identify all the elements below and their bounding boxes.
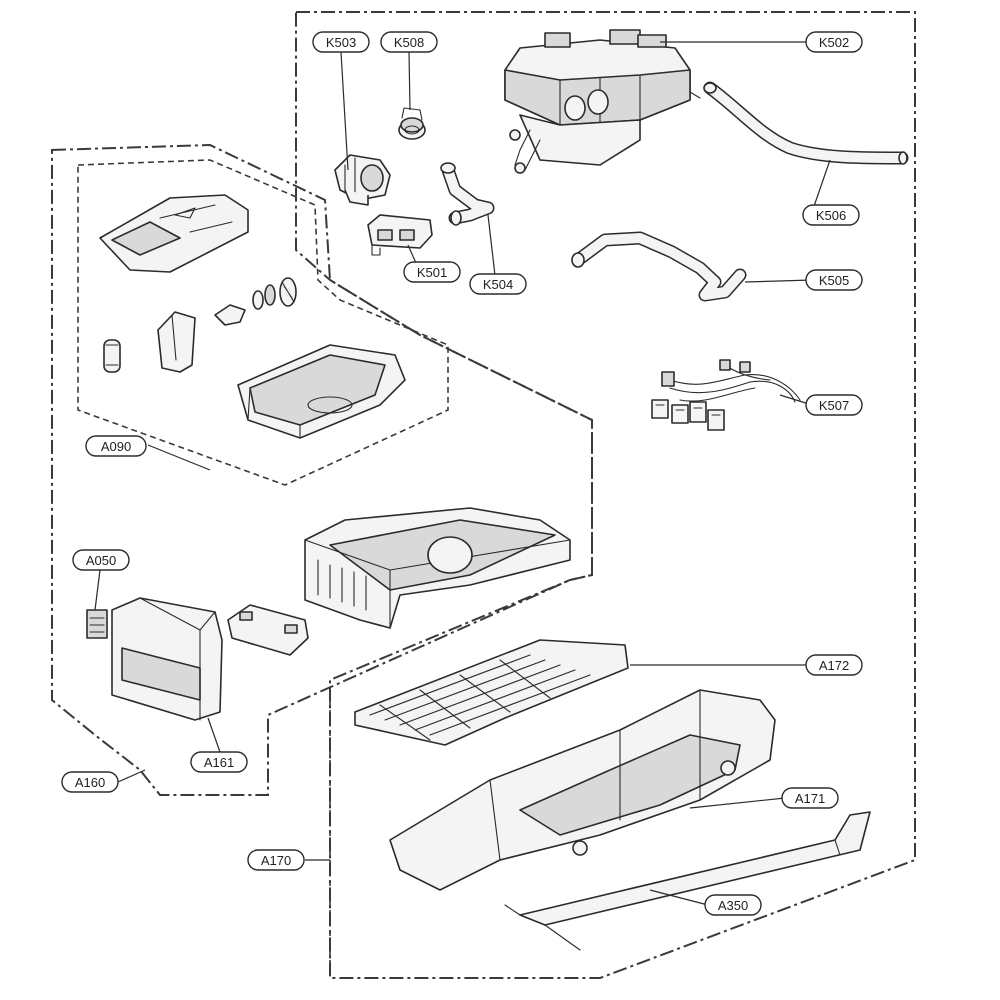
- callout-a160-text: A160: [75, 775, 105, 790]
- elbow-hose-k504: [440, 162, 495, 226]
- callout-k506: K506: [802, 204, 860, 226]
- callout-k503-text: K503: [326, 35, 356, 50]
- callout-k508: K508: [380, 31, 438, 53]
- callout-a161: A161: [190, 751, 248, 773]
- group-boundary-a160: [51, 143, 593, 796]
- drawer-cover-a172: [354, 639, 629, 746]
- drawer-body: [304, 507, 571, 629]
- drawer-handle-part: [227, 604, 309, 656]
- callout-k502: K502: [805, 31, 863, 53]
- callout-k501-text: K501: [417, 265, 447, 280]
- water-valve-housing-k502: [504, 29, 701, 174]
- callout-a172-text: A172: [819, 658, 849, 673]
- callout-k508-text: K508: [394, 35, 424, 50]
- support-rail-a350: [504, 811, 871, 951]
- callout-a171-text: A171: [795, 791, 825, 806]
- callout-a350: A350: [704, 894, 762, 916]
- callout-k503: K503: [312, 31, 370, 53]
- group-boundary-k-parts: [295, 11, 916, 979]
- callout-a161-text: A161: [204, 755, 234, 770]
- ring-part: [103, 339, 121, 373]
- callout-k504-text: K504: [483, 277, 513, 292]
- callout-k505-text: K505: [819, 273, 849, 288]
- valve-pin-parts: [214, 277, 297, 326]
- callout-k505: K505: [805, 269, 863, 291]
- hose-k505: [571, 231, 747, 302]
- callout-a090-text: A090: [101, 439, 131, 454]
- callout-a170: A170: [247, 849, 305, 871]
- callout-a050-text: A050: [86, 553, 116, 568]
- detergent-cup-cover: [99, 194, 249, 273]
- callout-k501: K501: [403, 261, 461, 283]
- detergent-tray: [237, 344, 406, 439]
- wire-harness-k507: [651, 359, 801, 431]
- callout-a160: A160: [61, 771, 119, 793]
- drain-hose-k506: [703, 81, 909, 165]
- callout-a050: A050: [72, 549, 130, 571]
- callout-k502-text: K502: [819, 35, 849, 50]
- hose-clamp-k508: [398, 107, 426, 140]
- inlet-valve-k503: [334, 154, 391, 206]
- group-boundary-a090: [77, 159, 449, 486]
- drawer-panel-a161: [111, 597, 223, 721]
- callout-a170-text: A170: [261, 853, 291, 868]
- bracket-k501: [367, 214, 433, 256]
- label-plate-a050: [86, 609, 108, 639]
- callout-a350-text: A350: [718, 898, 748, 913]
- siphon-cap: [157, 311, 196, 373]
- callout-k507: K507: [805, 394, 863, 416]
- drawer-housing-a171: [389, 689, 776, 891]
- callout-k507-text: K507: [819, 398, 849, 413]
- leader-lines: [94, 41, 831, 906]
- callout-k504: K504: [469, 273, 527, 295]
- callout-a171: A171: [781, 787, 839, 809]
- callout-a172: A172: [805, 654, 863, 676]
- callout-k506-text: K506: [816, 208, 846, 223]
- callout-a090: A090: [85, 435, 147, 457]
